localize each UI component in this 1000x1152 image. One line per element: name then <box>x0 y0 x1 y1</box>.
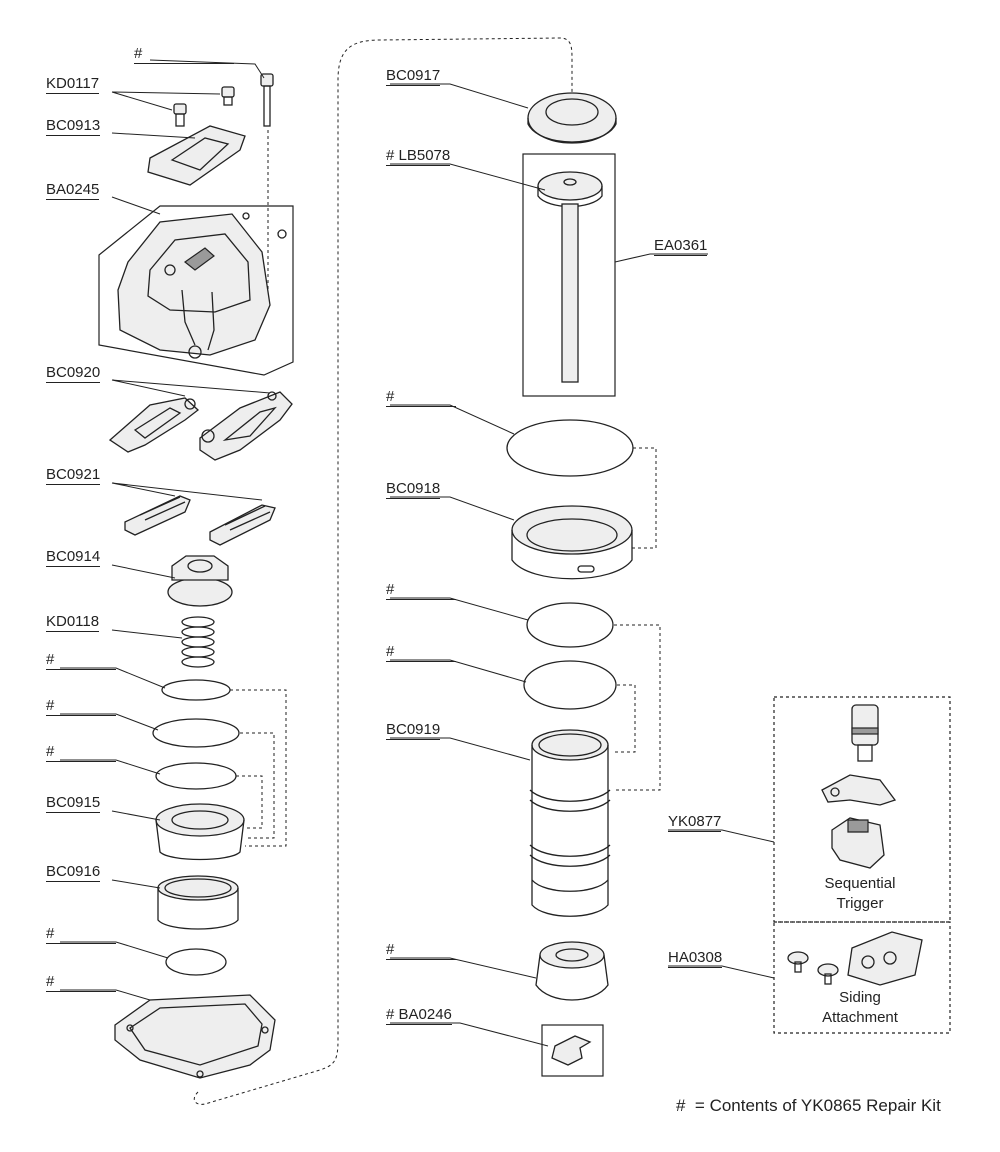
piston-stop-icon <box>535 941 609 1001</box>
piston-driver-icon <box>537 171 603 383</box>
label-bc0920: BC0920 <box>46 364 101 383</box>
label-hash-top: # <box>134 45 234 64</box>
label-yk0877: YK0877 <box>668 813 722 832</box>
label-bc0915: BC0915 <box>46 794 101 813</box>
label-hash-l3: # <box>46 743 116 762</box>
label-kd0118: KD0118 <box>46 613 100 632</box>
label-hash-r1: # <box>386 388 456 407</box>
pad-left-icon <box>124 495 191 536</box>
label-ha0308: HA0308 <box>668 949 723 968</box>
sequential-trigger-box <box>773 696 951 923</box>
o-ring-icon-1 <box>161 679 231 701</box>
cylinder-cap-icon <box>117 212 287 359</box>
label-hash-l5: # <box>46 973 116 992</box>
spring-icon <box>181 616 215 668</box>
label-hash-r2: # <box>386 581 456 600</box>
piston-assembly-box <box>522 153 616 397</box>
label-bc0916: BC0916 <box>46 863 101 882</box>
gasket-icon <box>114 994 276 1079</box>
caption-siding-line2: Attachment <box>822 1009 898 1026</box>
label-kd0117: KD0117 <box>46 75 100 94</box>
label-ea0361: EA0361 <box>654 237 708 256</box>
screw-small-icon-1 <box>221 86 235 106</box>
caption-siding-line1: Siding <box>839 989 881 1006</box>
top-plate-icon <box>147 125 246 186</box>
label-hash-r3: # <box>386 643 456 662</box>
label-bc0913: BC0913 <box>46 117 101 136</box>
o-ring-icon-5 <box>523 660 617 710</box>
latch-right-icon <box>199 391 293 461</box>
siding-bracket-icon <box>847 931 923 986</box>
cylinder-ring-icon <box>511 505 633 580</box>
trigger-lever-icon <box>821 774 897 806</box>
o-ring-icon-4 <box>526 602 614 648</box>
cylinder-icon <box>529 729 611 917</box>
caption-sequential-trigger: Sequential Trigger <box>800 874 920 914</box>
caption-siding-attachment: Siding Attachment <box>800 988 920 1028</box>
label-bc0918: BC0918 <box>386 480 441 499</box>
label-ba0245: BA0245 <box>46 181 100 200</box>
retaining-ring-icon <box>165 948 227 976</box>
label-hash-r4: # <box>386 941 456 960</box>
label-ba0246: # BA0246 <box>386 1006 452 1025</box>
screw-small-icon-2 <box>173 103 187 127</box>
clip-box <box>541 1024 604 1077</box>
legend-text: = Contents of YK0865 Repair Kit <box>694 1096 941 1115</box>
label-hash-l1: # <box>46 651 116 670</box>
caption-seq-line2: Trigger <box>836 895 884 912</box>
pad-right-icon <box>209 504 276 546</box>
assembly-path-line <box>193 37 573 1105</box>
o-ring-icon-2 <box>152 718 240 748</box>
latch-left-icon <box>108 397 200 453</box>
trigger-valve-icon <box>851 704 879 762</box>
label-bc0921: BC0921 <box>46 466 101 485</box>
o-ring-icon-3 <box>155 762 237 790</box>
cap-box <box>98 205 294 376</box>
label-bc0914: BC0914 <box>46 548 101 567</box>
bumper-icon <box>527 92 617 144</box>
label-bc0919: BC0919 <box>386 721 441 740</box>
siding-screw-icon-2 <box>817 963 839 985</box>
legend-symbol: # <box>676 1096 686 1115</box>
screw-long-icon <box>260 73 274 127</box>
trigger-housing-icon <box>831 817 885 869</box>
large-o-ring-icon <box>506 419 634 477</box>
caption-seq-line1: Sequential <box>824 875 896 892</box>
label-hash-l4: # <box>46 925 116 944</box>
nut-icon <box>167 555 233 607</box>
repair-kit-legend: # = Contents of YK0865 Repair Kit <box>676 1096 941 1116</box>
label-bc0917: BC0917 <box>386 67 441 86</box>
siding-screw-icon-1 <box>787 951 809 973</box>
valve-seat-icon <box>155 803 245 861</box>
sleeve-icon <box>157 875 239 930</box>
clip-icon <box>551 1035 592 1066</box>
label-lb5078: # LB5078 <box>386 147 451 166</box>
label-hash-l2: # <box>46 697 116 716</box>
